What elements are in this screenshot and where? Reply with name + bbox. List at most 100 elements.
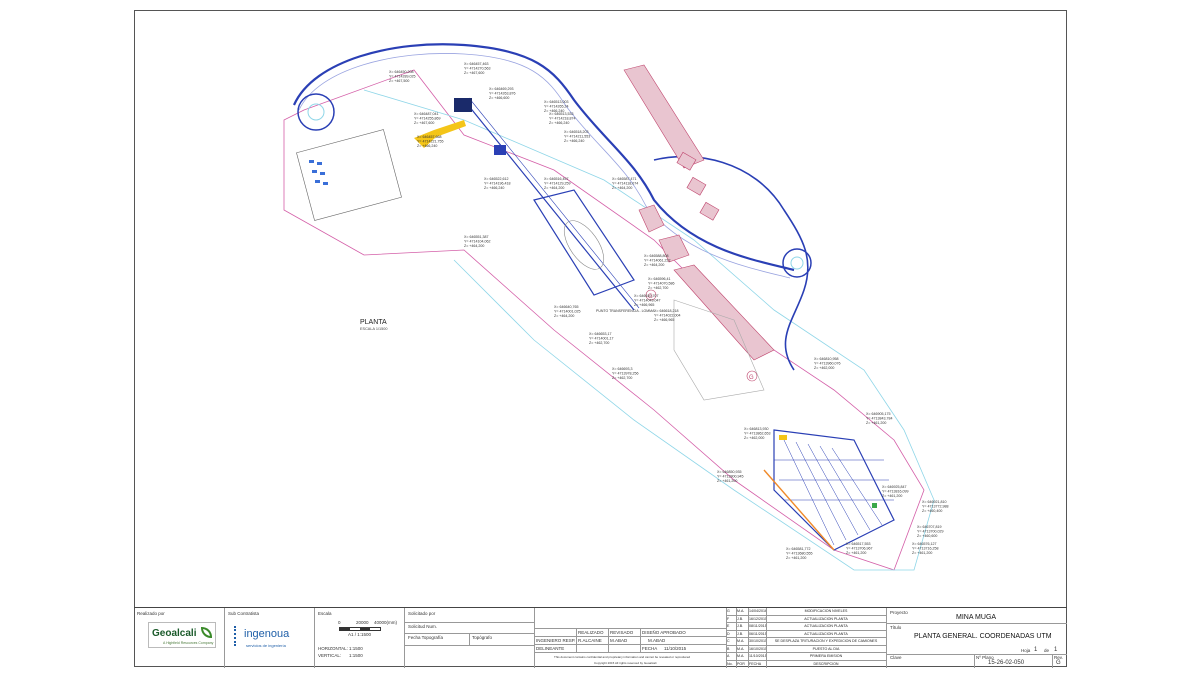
coord-line: Y= 4714196,418 bbox=[484, 182, 510, 186]
coord-line: Y= 4713706,967 bbox=[846, 547, 872, 551]
coord-line: Z= +461,200 bbox=[866, 421, 886, 425]
yellow-marker-se bbox=[779, 435, 787, 440]
ingenova-mark-icon bbox=[234, 626, 244, 646]
revision-header-por: POR bbox=[737, 661, 745, 666]
coord-line: X= 646925,847 bbox=[882, 485, 906, 489]
coord-line: Y= 4713978,256 bbox=[612, 372, 638, 376]
site-plan-drawing: G G PLANTA ESCALA 1/1500 PUNTO TRANSFERE… bbox=[283, 43, 948, 571]
coord-line: X= 646813,930 bbox=[744, 427, 768, 431]
solicitud-num-label: Solicitud Num. bbox=[408, 624, 438, 629]
roundabout-west-inner bbox=[307, 103, 325, 121]
revisado-name: M.ABAD bbox=[610, 638, 628, 643]
revision-rev: B bbox=[727, 646, 730, 651]
titulo-label: Título bbox=[890, 625, 902, 630]
revision-fecha: 14/04/2016 bbox=[749, 609, 767, 613]
green-marker-se bbox=[872, 503, 877, 508]
coord-line: Z= +461,200 bbox=[846, 551, 866, 555]
coord-line: Z= +462,000 bbox=[814, 366, 834, 370]
stockpile-hall bbox=[533, 189, 635, 296]
fecha-label: FECHA bbox=[642, 646, 658, 651]
coord-line: X= 646707,819 bbox=[917, 525, 941, 529]
coord-line: Z= +464,200 bbox=[612, 186, 632, 190]
coord-line: X= 646850,935 bbox=[717, 470, 741, 474]
revision-rev: C bbox=[727, 639, 730, 643]
coord-line: Y= 4714255,869 bbox=[414, 117, 440, 121]
scale-sheet: A1 / 1:1500 bbox=[348, 632, 372, 637]
geoalcali-name: Geoalcali bbox=[152, 628, 197, 639]
scale-tick-1: 20000 bbox=[356, 620, 369, 625]
east-road bbox=[653, 155, 809, 371]
coord-line: Y= 4714001,025 bbox=[554, 310, 580, 314]
coord-line: X= 646587,471 bbox=[612, 177, 636, 181]
coord-line: Y= 4714289,025 bbox=[389, 75, 415, 79]
plano-value: 15-26-02-050 bbox=[988, 660, 1025, 666]
revision-rev: D bbox=[727, 631, 730, 636]
coord-line: Z= +466,240 bbox=[544, 109, 564, 113]
revision-rev: G bbox=[727, 609, 730, 613]
coord-line: Z= +466,240 bbox=[549, 121, 569, 125]
main-road bbox=[292, 43, 795, 272]
roundabout-east bbox=[782, 248, 812, 278]
revision-header-fecha: FECHA bbox=[749, 661, 762, 666]
realizado-por-label: Realizado por bbox=[137, 611, 165, 616]
coord-line: Z= +462,700 bbox=[612, 376, 632, 380]
coord-line: Y= 4714129,259 bbox=[544, 182, 570, 186]
coord-line: Z= +466,600 bbox=[489, 96, 509, 100]
coord-line: Y= 4713680,555 bbox=[786, 552, 812, 556]
orange-line bbox=[763, 469, 835, 551]
revision-fecha: 16/12/2015 bbox=[749, 616, 767, 621]
de-label: de bbox=[1044, 648, 1050, 653]
coord-line: Y= 4714061,222 bbox=[644, 259, 670, 263]
ingenova-name: ingenoua bbox=[244, 628, 290, 640]
revision-desc: ACTUALIZACION PLANTA bbox=[804, 616, 848, 621]
coord-line: Y= 4713816,099 bbox=[882, 490, 908, 494]
conveyor-main bbox=[463, 99, 635, 311]
revision-desc: SE DESPLAZA TRITURACION Y EXPEDICION DE … bbox=[774, 639, 878, 643]
revision-fecha: 11/10/2015 bbox=[749, 654, 767, 658]
conveyor-main-2 bbox=[468, 97, 640, 309]
horizontal-value: 1:1500 bbox=[349, 646, 363, 651]
transfer-label: PUNTO TRANSFERENCIA - LOMMA bbox=[596, 309, 655, 313]
revision-por: J.B. bbox=[737, 631, 744, 636]
coord-line: Z= +466,240 bbox=[484, 186, 504, 190]
crusher-building bbox=[454, 98, 472, 112]
expedition-area bbox=[773, 429, 895, 551]
coord-line: Y= 4714118,074 bbox=[612, 182, 638, 186]
confidential-note: This document contains confidential and … bbox=[554, 655, 691, 659]
plan-title: PLANTA bbox=[360, 319, 387, 326]
coord-line: X= 646610,707 bbox=[634, 294, 658, 298]
revision-rev: A bbox=[727, 654, 730, 658]
fecha-value: 11/10/2015 bbox=[664, 646, 687, 651]
coord-line: Y= 4714211,553 bbox=[564, 135, 590, 139]
coord-line: Y= 4714218,874 bbox=[549, 117, 575, 121]
scale-tick-2: 40000(mm) bbox=[374, 620, 398, 625]
coord-line: Z= +467,600 bbox=[464, 71, 484, 75]
sub-contratista-label: Sub Contratista bbox=[228, 611, 260, 616]
plan-scale: ESCALA 1/1500 bbox=[360, 327, 387, 331]
coord-line: X= 646487,041 bbox=[414, 112, 438, 116]
escala-label: Escala bbox=[318, 611, 332, 616]
site-boundary bbox=[283, 69, 925, 571]
plant-area-grey bbox=[673, 299, 765, 401]
revision-por: J.B. bbox=[737, 616, 744, 621]
g-marker-1-text: G bbox=[648, 294, 653, 300]
yellow-conveyor bbox=[414, 120, 466, 148]
coord-line: Z= +460,600 bbox=[917, 534, 937, 538]
